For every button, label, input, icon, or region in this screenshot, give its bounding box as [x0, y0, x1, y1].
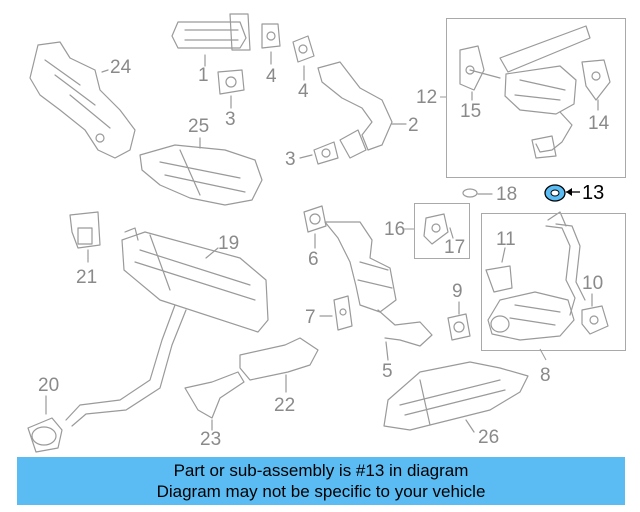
callout-10: 10	[582, 273, 604, 294]
part-7-bracket[interactable]	[319, 295, 353, 331]
part-18-gasket[interactable]	[462, 188, 493, 198]
callout-8: 8	[540, 365, 551, 386]
callout-19: 19	[218, 233, 240, 254]
callout-3a: 3	[225, 109, 236, 130]
part-14-hanger[interactable]	[581, 59, 611, 111]
group-box-16	[414, 203, 470, 259]
callout-21: 21	[76, 267, 98, 288]
callout-15: 15	[460, 101, 482, 122]
group-box-12	[446, 18, 626, 178]
callout-20: 20	[38, 375, 60, 396]
part-2-front-pipe[interactable]	[317, 61, 407, 159]
parts-diagram: 1 2 3 3 4 4 5 6 7 8 9 10 11 12 13 14 15 …	[27, 13, 626, 453]
part-20-hanger[interactable]	[27, 395, 63, 453]
callout-3b: 3	[285, 149, 296, 170]
callout-7: 7	[305, 307, 316, 328]
part-22-pipe[interactable]	[239, 337, 319, 393]
part-3-gasket-lower[interactable]	[299, 141, 339, 165]
part-1-pipe[interactable]	[171, 13, 251, 67]
part-4-gasket-upper[interactable]	[261, 23, 281, 65]
callout-11: 11	[496, 229, 516, 250]
callout-13-highlighted[interactable]: 13	[582, 182, 605, 204]
part-9-gasket[interactable]	[447, 301, 471, 341]
callout-22: 22	[274, 395, 296, 416]
part-5-catalytic-converter[interactable]	[324, 221, 433, 361]
banner-line-part-number: Part or sub-assembly is #13 in diagram	[173, 461, 469, 480]
callout-25: 25	[188, 116, 210, 137]
part-12-rear-muffler[interactable]	[469, 25, 591, 159]
part-11-hanger[interactable]	[485, 247, 513, 293]
callout-26: 26	[478, 427, 500, 448]
callout-5: 5	[382, 361, 393, 382]
callout-18: 18	[496, 184, 518, 205]
part-26-heat-shield[interactable]	[383, 361, 529, 433]
callout-16: 16	[384, 219, 406, 240]
part-6-gasket[interactable]	[303, 205, 327, 249]
callout-24: 24	[110, 57, 132, 78]
callout-4a: 4	[266, 66, 277, 87]
part-8-muffler[interactable]	[487, 211, 586, 341]
part-10-hanger[interactable]	[581, 293, 609, 335]
parts-diagram-drawing	[27, 13, 611, 453]
callout-23: 23	[200, 429, 222, 450]
callout-4b: 4	[298, 81, 309, 102]
part-15-hanger[interactable]	[459, 45, 485, 101]
callout-6: 6	[308, 249, 319, 270]
part-13-gasket-highlighted[interactable]	[544, 184, 580, 202]
callout-9: 9	[452, 281, 463, 302]
callout-12: 12	[416, 87, 438, 108]
banner-line-disclaimer: Diagram may not be specific to your vehi…	[156, 482, 486, 501]
part-23-hose[interactable]	[184, 371, 245, 431]
part-21-bracket[interactable]	[69, 211, 101, 263]
part-25-heat-shield[interactable]	[139, 137, 263, 206]
group-box-8	[481, 213, 626, 351]
callout-2: 2	[408, 115, 419, 136]
part-info-banner: Part or sub-assembly is #13 in diagram D…	[17, 457, 625, 505]
callout-17: 17	[444, 237, 466, 258]
part-19-muffler[interactable]	[65, 227, 269, 427]
part-3-gasket-upper[interactable]	[217, 69, 245, 109]
part-17-sensor[interactable]	[423, 213, 454, 245]
part-24-heat-shield[interactable]	[29, 41, 136, 159]
part-4-gasket-lower[interactable]	[292, 35, 315, 81]
callout-14: 14	[588, 113, 610, 134]
callout-1: 1	[198, 65, 209, 86]
